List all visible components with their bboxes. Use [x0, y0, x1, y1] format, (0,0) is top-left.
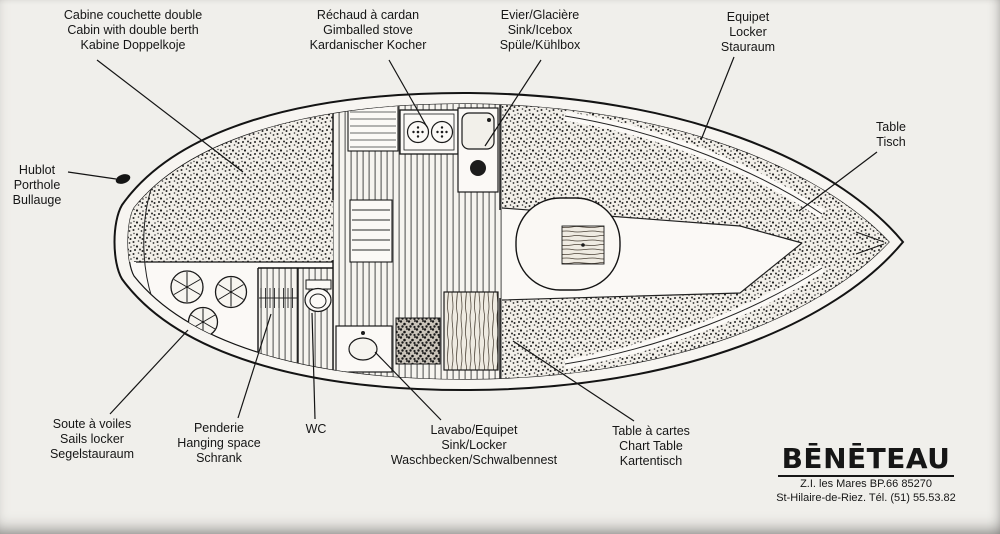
equipet-shelves [564, 111, 825, 369]
leader-equipet [700, 56, 735, 141]
leader-cabin [96, 59, 244, 173]
label-line: Locker [729, 25, 767, 39]
label-line: Hublot [18, 163, 56, 177]
label-line: Waschbecken/Schwalbennest [390, 453, 558, 467]
settee-edge-bottom [501, 242, 803, 301]
leader-wc [311, 312, 316, 420]
wc-toilet [304, 279, 332, 313]
beneteau-logo: BĒNĒTEAU [777, 443, 955, 477]
label-line: Stauraum [720, 40, 776, 54]
label-line: Hanging space [177, 436, 261, 450]
leader-lines [67, 56, 878, 422]
label-table: Table Tisch [876, 120, 906, 150]
label-line: Sink/Icebox [507, 23, 573, 37]
bow-fittings [855, 231, 885, 255]
leader-hanging-space [237, 313, 272, 419]
label-line: Bullauge [12, 193, 62, 207]
label-line: Penderie [193, 421, 245, 435]
label-cabin-double-berth: Cabine couchette double Cabin with doubl… [64, 8, 202, 53]
leader-sink-icebox [484, 59, 542, 147]
lavabo-unit [335, 325, 393, 373]
label-line: Table à cartes [612, 424, 690, 438]
leader-porthole [67, 171, 117, 180]
leader-stove [388, 59, 428, 128]
leader-chart-table [512, 340, 635, 422]
label-sails-locker: Soute à voiles Sails locker Segelstaurau… [50, 417, 134, 462]
label-gimballed-stove: Réchaud à cardan Gimballed stove Kardani… [310, 8, 427, 53]
hanging-rail [259, 288, 297, 308]
label-line: Kardanischer Kocher [309, 38, 427, 52]
icebox-unit [395, 317, 441, 365]
stern-moulding [143, 185, 153, 299]
sink-icebox-unit [457, 107, 499, 193]
label-chart-table: Table à cartes Chart Table Kartentisch [612, 424, 690, 469]
label-hanging-space: Penderie Hanging space Schrank [177, 421, 260, 466]
label-line: Table [876, 120, 906, 134]
label-line: Porthole [13, 178, 61, 192]
label-porthole: Hublot Porthole Bullauge [13, 163, 62, 208]
label-line: Spüle/Kühlbox [499, 38, 581, 52]
label-line: Cabin with double berth [67, 23, 199, 37]
label-line: Kartentisch [619, 454, 683, 468]
address-line-2: St-Hilaire-de-Riez. Tél. (51) 55.53.82 [776, 492, 956, 504]
label-line: Kabine Doppelkoje [80, 38, 186, 52]
label-line: WC [305, 422, 327, 436]
label-line: Réchaud à cardan [316, 8, 420, 22]
porthole [115, 174, 131, 184]
label-sink-locker: Lavabo/Equipet Sink/Locker Waschbecken/S… [391, 423, 557, 468]
leader-sails-locker [109, 329, 189, 415]
label-line: Tisch [876, 135, 906, 149]
address-line-1: Z.I. les Mares BP.66 85270 [800, 478, 932, 490]
leader-lavabo [374, 351, 442, 421]
label-line: Evier/Glacière [500, 8, 580, 22]
label-line: Equipet [726, 10, 770, 24]
gimballed-stove [399, 109, 459, 155]
leader-table [798, 151, 878, 212]
label-line: Sails locker [60, 432, 124, 446]
label-sink-icebox: Evier/Glacière Sink/Icebox Spüle/Kühlbox [500, 8, 581, 53]
label-line: Segelstauraum [49, 447, 135, 461]
saloon-table [515, 197, 621, 291]
label-line: Cabine couchette double [63, 8, 203, 22]
chart-table-top [443, 291, 499, 371]
label-line: Chart Table [619, 439, 683, 453]
label-equipet-locker: Equipet Locker Stauraum [721, 10, 775, 55]
label-line: Schrank [196, 451, 242, 465]
label-line: Gimballed stove [323, 23, 413, 37]
brand-block: BĒNĒTEAU Z.I. les Mares BP.66 85270 St-H… [752, 443, 980, 505]
label-line: Sink/Locker [441, 438, 507, 452]
label-line: Lavabo/Equipet [430, 423, 518, 437]
label-line: Soute à voiles [52, 417, 132, 431]
keel-trunk [349, 199, 393, 263]
label-wc: WC [306, 422, 327, 437]
